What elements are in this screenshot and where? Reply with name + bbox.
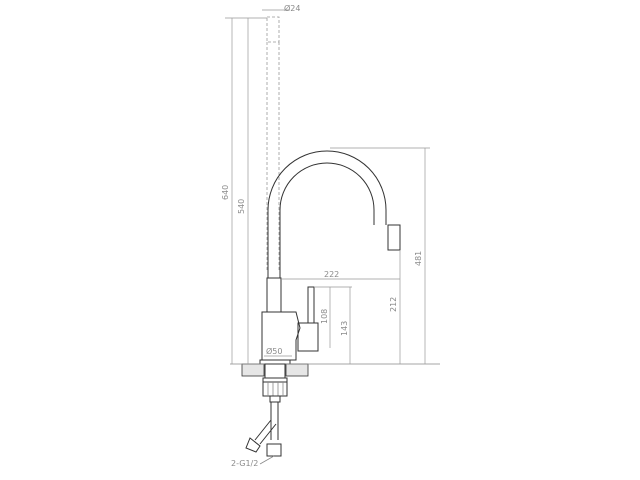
dimension-labels: Ø24 640 540 481 222 212 108 143 Ø50 2-G1… (221, 3, 423, 468)
handle-base (297, 322, 319, 352)
label-overall-height: 640 (221, 185, 230, 200)
label-spout-diameter: Ø24 (284, 3, 300, 13)
spray-head (387, 224, 401, 251)
label-lever-top-height: 143 (340, 321, 349, 336)
label-outlet-height: 481 (414, 251, 423, 266)
label-handle-height: 108 (320, 309, 329, 324)
label-base-diameter: Ø50 (266, 346, 282, 356)
dimension-lines (225, 9, 430, 364)
mounting (230, 359, 440, 403)
lever-handle (307, 286, 315, 324)
spout (267, 150, 401, 278)
label-outlet-clearance: 212 (389, 297, 398, 312)
label-spout-reach: 222 (324, 270, 339, 279)
label-height-to-spout: 540 (237, 199, 246, 214)
pull-out-hose (266, 16, 280, 270)
supply-hoses (245, 402, 282, 465)
faucet-body (261, 277, 319, 361)
label-connection: 2-G1/2 (231, 459, 258, 468)
